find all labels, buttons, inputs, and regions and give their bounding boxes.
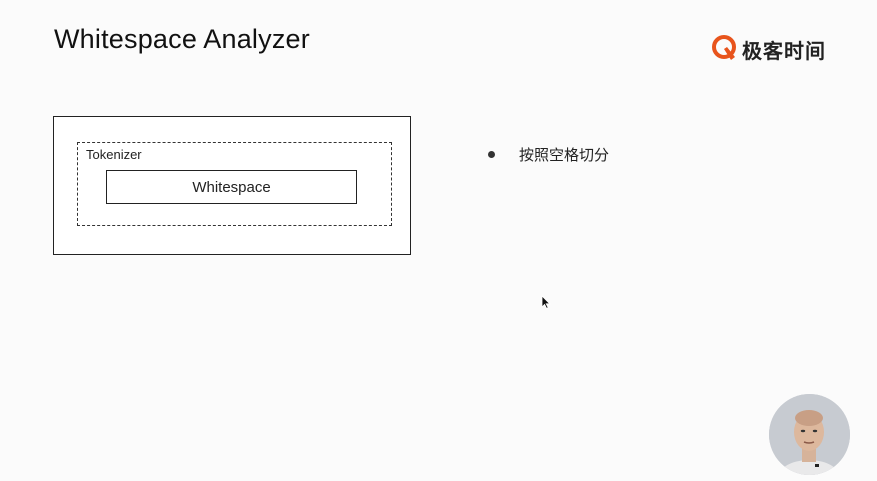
tokenizer-box: Tokenizer Whitespace: [77, 142, 392, 226]
geektime-logo-icon: [712, 35, 736, 60]
bullet-dot-icon: [488, 151, 495, 158]
whitespace-tokenizer-box: Whitespace: [106, 170, 357, 204]
slide-title: Whitespace Analyzer: [54, 24, 310, 54]
brand-logo: 极客时间: [712, 34, 826, 64]
whitespace-label: Whitespace: [192, 178, 271, 196]
presenter-video-thumbnail: [769, 394, 850, 475]
bullet-text: 按照空格切分: [519, 146, 610, 164]
tokenizer-label: Tokenizer: [86, 147, 142, 162]
analyzer-diagram: Tokenizer Whitespace: [53, 116, 411, 255]
logo-text: 极客时间: [742, 38, 826, 63]
presenter-avatar-icon: [769, 394, 850, 475]
mouse-pointer-icon: [541, 295, 551, 309]
bullet-item: 按照空格切分: [488, 144, 609, 165]
